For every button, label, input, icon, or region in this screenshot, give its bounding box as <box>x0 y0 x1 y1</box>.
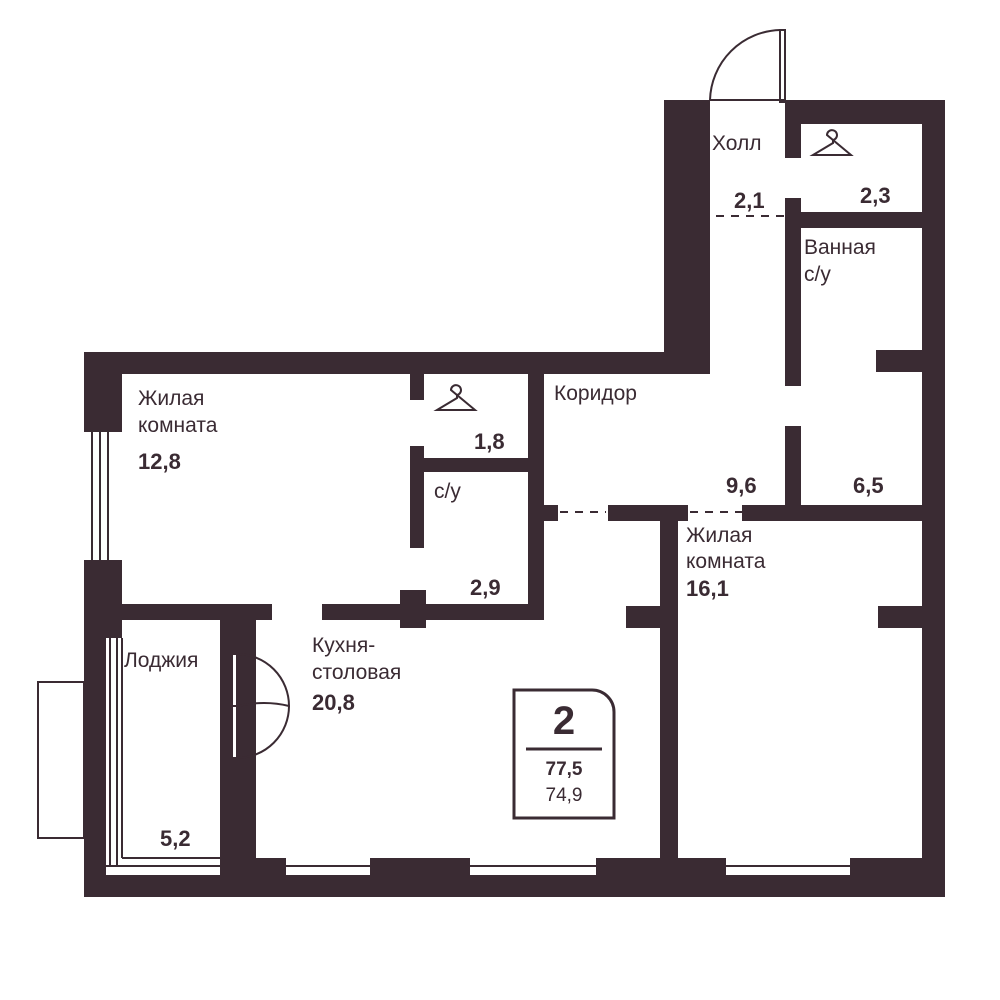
toilet-label: с/у <box>434 480 461 503</box>
wall-loggia-outer <box>84 638 106 897</box>
loggia-label: Лоджия <box>124 649 198 672</box>
hanger-icon <box>809 129 854 156</box>
loggia-door-swing-2 <box>236 705 290 759</box>
wall-stub-6 <box>878 606 922 628</box>
wall-right <box>922 100 945 897</box>
wall-wc-left <box>410 446 424 548</box>
wall-bath-top <box>801 212 922 228</box>
wall-bottom-pier-2 <box>370 858 470 897</box>
kitchen-label-line2: столовая <box>312 661 401 684</box>
zone-dividers <box>560 215 785 513</box>
walls <box>84 100 945 897</box>
wall-bath-left <box>785 198 801 386</box>
wall-stub-2 <box>410 590 424 606</box>
living-room-2-label-line2: комната <box>686 550 766 573</box>
living-room-1-label-line1: Жилая <box>138 387 204 410</box>
living-room-2-area: 16,1 <box>686 576 729 601</box>
wall-top-right <box>785 100 945 124</box>
bathroom-label-line1: Ванная <box>804 236 876 259</box>
corridor-area: 9,6 <box>726 473 757 498</box>
wall-bottom-pier-1 <box>220 858 286 897</box>
wall-left-upper <box>84 352 122 432</box>
wall-stub-1 <box>410 374 424 400</box>
wall-room2-left <box>660 505 678 877</box>
loggia-door-leaf-1[interactable] <box>231 653 238 707</box>
hanger-icon <box>433 384 478 411</box>
doors <box>231 29 786 759</box>
rooms-count: 2 <box>553 699 575 743</box>
entrance-door-leaf[interactable] <box>779 29 786 103</box>
wall-bottom-pier-4 <box>850 858 945 897</box>
wall-kitchen-top <box>322 604 544 620</box>
entrance-door-swing <box>709 29 781 101</box>
wall-hall-left <box>664 100 710 374</box>
wall-left-middle <box>84 560 122 638</box>
total-area: 77,5 <box>546 759 583 780</box>
wardrobe-room-area: 1,8 <box>474 429 505 454</box>
hall-area: 2,1 <box>734 188 765 213</box>
wardrobe-hall-area: 2,3 <box>860 183 891 208</box>
corridor-label: Коридор <box>554 382 637 405</box>
living-room-2-label-line1: Жилая <box>686 524 752 547</box>
wall-stub-3 <box>544 505 558 521</box>
living-area: 74,9 <box>546 785 583 806</box>
hall-label: Холл <box>712 132 762 155</box>
living-room-1-label-line2: комната <box>138 414 218 437</box>
toilet-area: 2,9 <box>470 575 501 600</box>
loggia-door-swing-1 <box>236 653 291 708</box>
windows <box>37 432 850 887</box>
bathroom-label-line2: с/у <box>804 263 831 286</box>
wall-stub-4 <box>626 606 662 628</box>
bathroom-area: 6,5 <box>853 473 884 498</box>
wall-bath-left-low <box>785 426 801 516</box>
loggia-area: 5,2 <box>160 826 191 851</box>
wall-wc-top <box>422 458 538 472</box>
living-room-1-area: 12,8 <box>138 449 181 474</box>
kitchen-label-line1: Кухня- <box>312 634 375 657</box>
wall-stub-5 <box>876 350 922 372</box>
apartment-summary-badge: 2 77,5 74,9 <box>512 688 616 820</box>
loggia-door-leaf-2[interactable] <box>231 705 238 759</box>
kitchen-area: 20,8 <box>312 690 355 715</box>
hanger-icons <box>433 129 854 411</box>
room-labels: Холл 2,1 2,3 Ванная с/у 6,5 Коридор 9,6 … <box>124 132 891 851</box>
wall-room2-top <box>742 505 922 521</box>
wall-top-left <box>84 352 680 374</box>
wall-wc-right <box>528 374 544 620</box>
wall-hall-divider <box>785 124 801 158</box>
